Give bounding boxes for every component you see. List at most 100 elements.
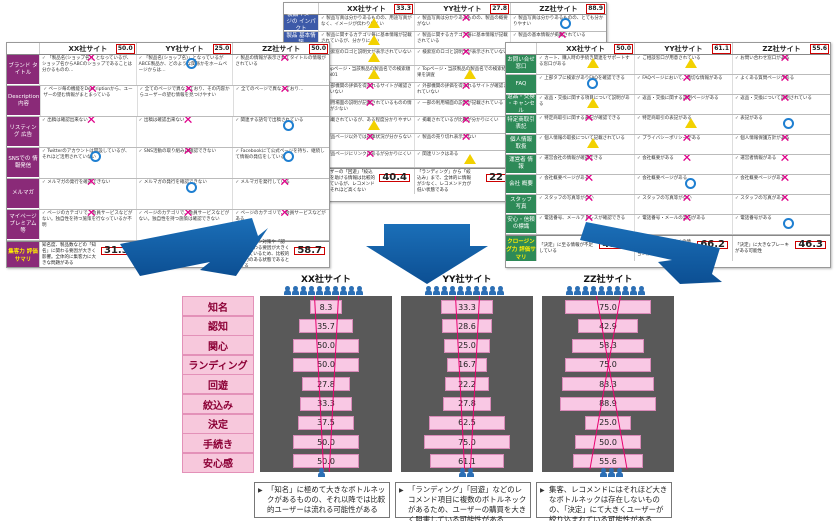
site-score: 50.0 xyxy=(309,44,329,54)
cross-mark-icon: ✕ xyxy=(460,15,472,26)
circle-mark-icon xyxy=(587,78,599,89)
site-name: YY社サイト xyxy=(165,44,204,53)
row-cell: 製品の情報が表示されてタイトルの情報がされている✕ xyxy=(232,55,329,85)
person-icon xyxy=(308,286,315,295)
funnel-bar: 75.0 xyxy=(565,300,651,314)
site-score: 50.0 xyxy=(614,44,633,54)
cross-mark-icon: ✕ xyxy=(182,210,194,221)
evaluation-summary-score: 58.7 xyxy=(294,246,326,256)
person-icon xyxy=(425,286,432,295)
site-name: XX社サイト xyxy=(347,4,386,13)
bottleneck-note-text: 「知名」に極めて大きなボトルネックがあるものの、それ以降では比較的ユーザーは流れ… xyxy=(267,485,386,514)
stage-label: 手続き xyxy=(182,433,254,454)
row-cell: 外部機関の評価を得られるサイトが確認されていない✕ xyxy=(318,83,414,99)
person-icon xyxy=(574,286,581,295)
person-icon xyxy=(324,286,331,295)
row-cell: 電話番号、メールアドレスが確認できる✕ xyxy=(536,215,634,234)
row-cell: Facebookにて公式ページを持ち、継続して情報の発信をしている xyxy=(232,148,329,178)
person-icon xyxy=(582,286,589,295)
sheet-row: Description 内容ページ毎の機能をDescriptionから、ユーザー… xyxy=(7,86,329,117)
evaluation-summary-cell: 検索エンジン対策や「認知」に関わる要因が大きく改善しているため、比較的集客力のあ… xyxy=(232,239,329,268)
circle-mark-icon xyxy=(783,118,795,129)
funnel-bar: 50.0 xyxy=(575,435,641,450)
sheet-row: 特定商取引 表記特定商取引に関する表記が確認できる✕特定商取引の表記がある表記が… xyxy=(506,115,830,135)
cross-mark-icon: ✕ xyxy=(583,175,595,186)
row-cell: 製品に関するカテゴリ毎に基本情報が記載されているが、分かりにくい xyxy=(318,32,414,48)
person-icon xyxy=(473,286,480,295)
person-icon xyxy=(608,468,615,477)
evaluation-summary-score: 46.3 xyxy=(795,240,826,250)
circle-mark-icon xyxy=(283,120,295,131)
cross-mark-icon: ✕ xyxy=(583,155,595,166)
person-icon xyxy=(449,286,456,295)
row-label: SNSでの 情報発信 xyxy=(7,148,39,178)
person-icon xyxy=(606,286,613,295)
funnel-bar: 27.8 xyxy=(301,377,351,392)
bullet-triangle-icon: ▶ xyxy=(258,487,263,494)
cross-mark-icon: ✕ xyxy=(681,95,693,106)
row-cell: 全てのページで異なっており…✕ xyxy=(232,86,329,116)
row-cell: 製品の売り切れ表示がない✕ xyxy=(414,134,510,150)
row-cell: 検索窓のロゴと説明文が表示されていない xyxy=(318,49,414,65)
funnel-site-title: XX社サイト xyxy=(301,275,351,285)
site-score: 33.3 xyxy=(394,4,413,14)
row-cell: 掲載されているが比較が分かりにくい✕ xyxy=(414,117,510,133)
evaluation-summary-cell: ユーザーの「回遊」「絞込み」を助ける情報は比較的揃っているが、レコメンド力はそれ… xyxy=(318,169,414,194)
sheet-row: 個人情報 取扱個人情報の取扱について記載されているプライバシーポリシーがある✕個… xyxy=(506,135,830,155)
row-cell: 会社概要ページがある✕ xyxy=(536,175,634,194)
sheet-corner xyxy=(506,43,536,54)
circle-mark-icon xyxy=(186,58,198,69)
row-cell: メルマガを発行している✕ xyxy=(232,179,329,209)
row-cell: メルマガの発行を確認できない✕ xyxy=(39,179,136,209)
row-cell: カート、購入時の手続き関連をサポートする窓口がある xyxy=(536,55,634,74)
row-cell: 全てのページで異なっており、その内容からユーザーの望む情報を見つけやすい✕ xyxy=(136,86,233,116)
row-cell: 製品に関するカテゴリ毎に基本情報が記載されている✕ xyxy=(414,32,510,48)
stage-label: 関心 xyxy=(182,335,254,356)
person-icon xyxy=(316,286,323,295)
funnel-bar: 61.1 xyxy=(429,454,505,469)
person-icon xyxy=(590,286,597,295)
cross-mark-icon: ✕ xyxy=(85,117,97,128)
person-icon xyxy=(433,286,440,295)
row-cell: 会社概要ページがある✕ xyxy=(732,175,830,194)
row-cell: お問い合わせ窓口がある✕ xyxy=(732,55,830,74)
site-name: ZZ社サイト xyxy=(262,44,301,53)
site-name: YY社サイト xyxy=(664,44,703,53)
sheet-row: メルマガメルマガの発行を確認できない✕メルマガの発行を確認できないメルマガを発行… xyxy=(7,179,329,210)
cross-mark-icon: ✕ xyxy=(779,95,791,106)
row-cell: 「製品名(ショップ名)」となっているがABCE製品か、どのような関係かをホームペ… xyxy=(135,55,233,85)
evaluation-summary-text: 検索エンジン対策や「認知」に関わる要因が大きく改善しているため、比較的集客力のあ… xyxy=(235,239,290,268)
row-label: 個人情報 取扱 xyxy=(506,135,536,154)
row-cell: 利用場面の説明が記載されているものの情報量が少ない✕ xyxy=(318,100,414,116)
funnel-bar: 50.0 xyxy=(293,454,359,469)
row-cell: 運営者情報がある✕ xyxy=(732,155,830,174)
cross-mark-icon: ✕ xyxy=(183,86,195,97)
stage-label: 決定 xyxy=(182,413,254,434)
row-cell: 上部タブに検索がありFAQを確認できる xyxy=(536,75,634,94)
remaining-users-icon xyxy=(459,468,474,477)
row-label: お問い合せ 窓口 xyxy=(506,55,536,74)
person-icon xyxy=(638,286,645,295)
funnel-bar: 25.0 xyxy=(443,338,491,353)
person-icon xyxy=(489,286,496,295)
sheet-row: 製品イメージの インパクト製品写真は分かりあるものの、用途写真がなく、イメージが… xyxy=(284,12,606,32)
person-icon xyxy=(614,286,621,295)
sheet-row: お問い合せ 窓口カート、購入時の手続き関連をサポートする窓口があるご相談窓口が用… xyxy=(506,55,830,75)
row-cell: ページ毎の機能をDescriptionから、ユーザーの望む情報がまとまっている✕ xyxy=(40,86,136,116)
funnel-bar: 55.6 xyxy=(572,454,644,469)
row-cell: 出稿は確認出来ない✕ xyxy=(135,117,233,147)
site-score: 55.6 xyxy=(810,44,829,54)
cross-mark-icon: ✕ xyxy=(779,55,791,66)
site-score: 27.8 xyxy=(490,4,509,14)
funnel-bar: 8.3 xyxy=(309,300,343,314)
cross-mark-icon: ✕ xyxy=(85,210,97,221)
funnel-bar: 22.2 xyxy=(445,377,489,392)
